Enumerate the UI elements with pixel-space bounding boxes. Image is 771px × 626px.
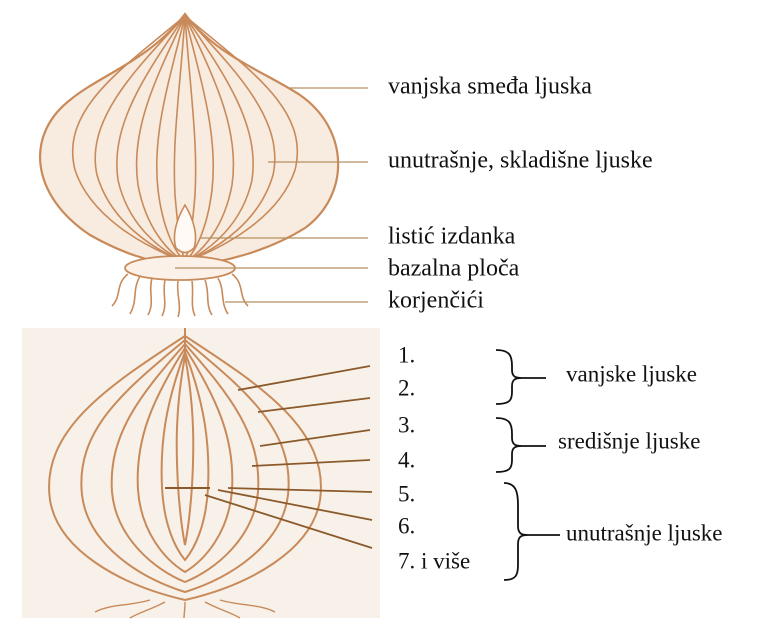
group-label-outer: vanjske ljuske	[566, 361, 697, 386]
label-outer-brown-scale: vanjska smeđa ljuska	[388, 74, 592, 100]
layer-number-3: 3.	[398, 412, 415, 437]
label-storage-scales: unutrašnje, skladišne ljuske	[388, 148, 653, 174]
brace-middle	[496, 418, 522, 472]
layer-number-5: 5.	[398, 481, 415, 506]
onion-top-illustration	[40, 14, 368, 317]
layer-number-7: 7. i više	[398, 548, 470, 573]
group-braces	[496, 350, 560, 580]
group-label-inner: unutrašnje ljuske	[566, 520, 723, 545]
label-rootlets: korjenčići	[388, 288, 484, 314]
layer-number-6: 6.	[398, 513, 415, 538]
layer-number-2: 2.	[398, 375, 415, 400]
brace-outer	[496, 350, 522, 404]
label-basal-plate: bazalna ploča	[388, 256, 520, 282]
layer-number-4: 4.	[398, 447, 415, 472]
label-shoot-leaf: listić izdanka	[388, 224, 516, 250]
group-label-middle: središnje ljuske	[558, 428, 700, 453]
brace-inner	[504, 483, 528, 580]
layer-number-1: 1.	[398, 342, 415, 367]
